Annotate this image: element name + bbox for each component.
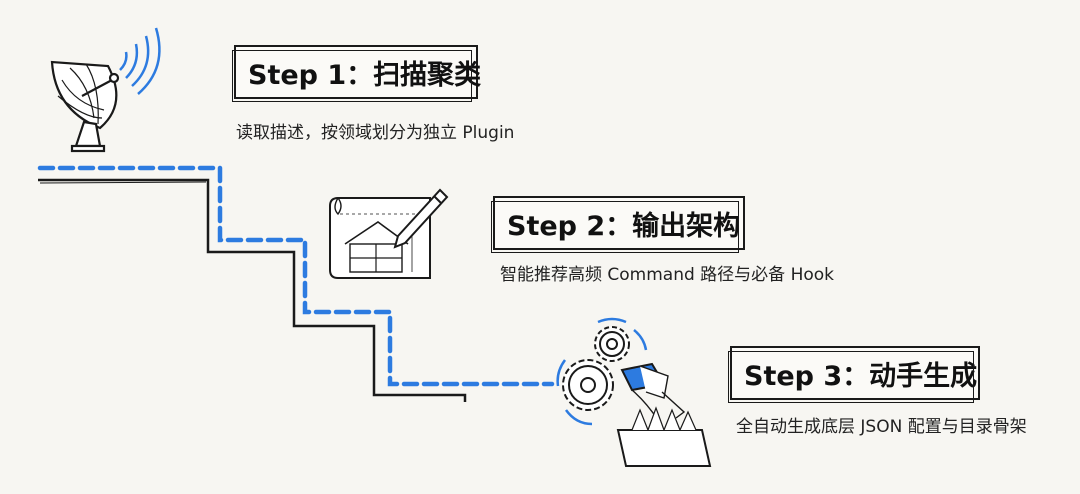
step-1-description: 读取描述，按领域划分为独立 Plugin	[236, 123, 515, 143]
staircase-line	[38, 178, 467, 402]
step-3-title-box: Step 3：动手生成	[728, 346, 980, 403]
step-1-title: Step 1：扫描聚类	[248, 59, 482, 91]
step-2-title-box: Step 2：输出架构	[491, 196, 745, 253]
satellite-dish-icon	[50, 27, 161, 153]
blueprint-pencil-icon	[329, 188, 449, 279]
gears-folder-icon	[556, 317, 712, 467]
step-1-title-box: Step 1：扫描聚类	[232, 45, 482, 102]
step-3-description: 全自动生成底层 JSON 配置与目录骨架	[736, 417, 1027, 437]
step-2-description: 智能推荐高频 Command 路径与必备 Hook	[500, 265, 835, 285]
progress-path	[37, 165, 555, 387]
step-2-title: Step 2：输出架构	[507, 210, 741, 242]
step-3-title: Step 3：动手生成	[744, 360, 978, 392]
